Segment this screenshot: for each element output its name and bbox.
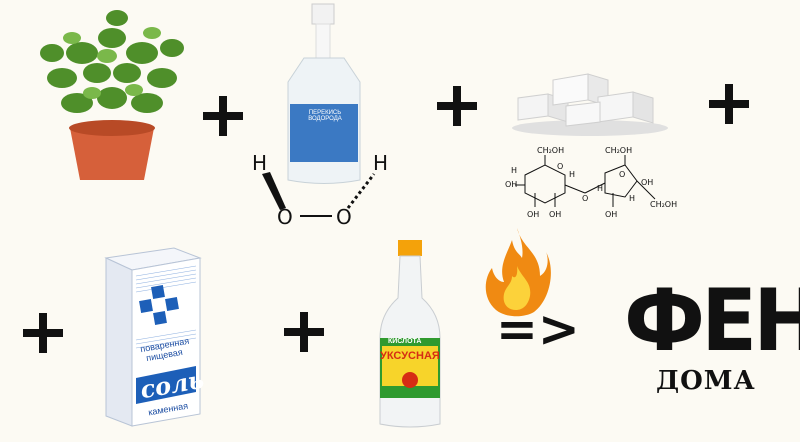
- sucrose-oh: OH: [505, 180, 517, 189]
- sucrose-oh: OH: [527, 210, 539, 219]
- sucrose-h: H: [629, 194, 635, 203]
- formula-o-left: O: [277, 205, 293, 229]
- sucrose-o: O: [557, 162, 563, 171]
- sucrose-oh: OH: [549, 210, 561, 219]
- sucrose-o: O: [619, 170, 625, 179]
- plant-image: [22, 8, 192, 183]
- vinegar-brand-label: УКСУСНАЯ: [380, 350, 440, 362]
- plus-icon: [284, 312, 324, 352]
- sucrose-ch2oh: CH₂OH: [650, 200, 677, 209]
- sucrose-oh: OH: [641, 178, 653, 187]
- peroxide-bottle: ПЕРЕКИСЬ ВОДОРОДА: [282, 2, 366, 187]
- plus-icon: [437, 86, 477, 126]
- formula-o-right: O: [336, 205, 352, 229]
- result-subtitle: ДОМА: [656, 366, 756, 396]
- sucrose-h: H: [569, 170, 575, 179]
- formula-h-left: H: [252, 151, 267, 175]
- plus-icon: [23, 313, 63, 353]
- flame-icon: [485, 228, 551, 317]
- sucrose-ch2oh: CH₂OH: [537, 146, 564, 155]
- formula-h-right: H: [373, 151, 388, 175]
- salt-package: поваренная пищевая соль каменная: [96, 246, 206, 428]
- sugar-cubes-image: [508, 60, 668, 140]
- sucrose-ch2oh: CH₂OH: [605, 146, 632, 155]
- sucrose-oh: OH: [605, 210, 617, 219]
- sucrose-formula: CH₂OH CH₂OH CH₂OH O O O OH OH OH OH OH H…: [505, 146, 677, 219]
- sucrose-h: H: [597, 184, 603, 193]
- vinegar-acid-label: КИСЛОТА: [388, 338, 422, 345]
- vinegar-bottle: КИСЛОТА УКСУСНАЯ: [376, 238, 444, 430]
- result-arrow: =>: [496, 300, 580, 358]
- peroxide-label: ПЕРЕКИСЬ ВОДОРОДА: [308, 110, 342, 122]
- peroxide-formula: H H O O: [252, 151, 388, 229]
- result-title: ФЕН: [624, 271, 800, 371]
- sucrose-h: H: [511, 166, 517, 175]
- plus-icon: [709, 84, 749, 124]
- sucrose-o: O: [582, 194, 588, 203]
- plus-icon: [203, 96, 243, 136]
